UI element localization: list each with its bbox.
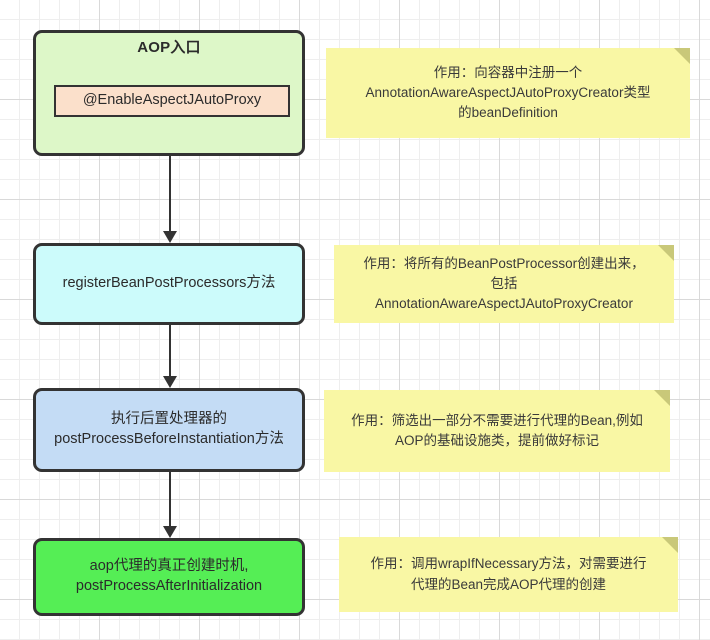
note-fold-corner-icon [654,390,670,406]
note-fold-corner-icon [662,537,678,553]
connector-arrow-entry-to-register [162,156,178,243]
sticky-note-register-beandefinition[interactable]: 作用：向容器中注册一个 AnnotationAwareAspectJAutoPr… [326,48,690,138]
connector-arrow-register-to-before [162,325,178,388]
flow-node-post-process-before-instantiation[interactable]: 执行后置处理器的 postProcessBeforeInstantiation方… [33,388,305,472]
flow-node-label: aop代理的真正创建时机, postProcessAfterInitializa… [75,558,263,594]
flow-node-post-process-after-initialization[interactable]: aop代理的真正创建时机, postProcessAfterInitializa… [33,538,305,616]
arrow-shaft [169,472,171,526]
arrow-head-icon [163,376,177,388]
flow-node-label: 执行后置处理器的 postProcessBeforeInstantiation方… [54,411,284,447]
flow-node-label: registerBeanPostProcessors方法 [62,275,276,292]
note-fold-corner-icon [674,48,690,64]
sticky-note-text: 作用：筛选出一部分不需要进行代理的Bean,例如 AOP的基础设施类，提前做好标… [351,412,643,448]
arrow-head-icon [163,526,177,538]
flow-node-aop-entry[interactable]: AOP入口 @EnableAspectJAutoProxy [33,30,305,156]
note-fold-corner-icon [658,245,674,261]
flow-node-title: AOP入口 [137,39,201,56]
connector-arrow-before-to-after [162,472,178,538]
arrow-head-icon [163,231,177,243]
annotation-chip-enable-aspectj-autoproxy[interactable]: @EnableAspectJAutoProxy [54,85,290,117]
sticky-note-wrap-if-necessary[interactable]: 作用：调用wrapIfNecessary方法，对需要进行 代理的Bean完成AO… [339,537,678,612]
sticky-note-filter-non-proxy-beans[interactable]: 作用：筛选出一部分不需要进行代理的Bean,例如 AOP的基础设施类，提前做好标… [324,390,670,472]
flow-node-register-bean-post-processors[interactable]: registerBeanPostProcessors方法 [33,243,305,325]
sticky-note-text: 作用：调用wrapIfNecessary方法，对需要进行 代理的Bean完成AO… [370,556,647,592]
sticky-note-text: 作用：将所有的BeanPostProcessor创建出来， 包括 Annotat… [363,255,645,312]
sticky-note-text: 作用：向容器中注册一个 AnnotationAwareAspectJAutoPr… [365,64,651,121]
sticky-note-create-bean-post-processors[interactable]: 作用：将所有的BeanPostProcessor创建出来， 包括 Annotat… [334,245,674,323]
arrow-shaft [169,156,171,231]
arrow-shaft [169,325,171,376]
